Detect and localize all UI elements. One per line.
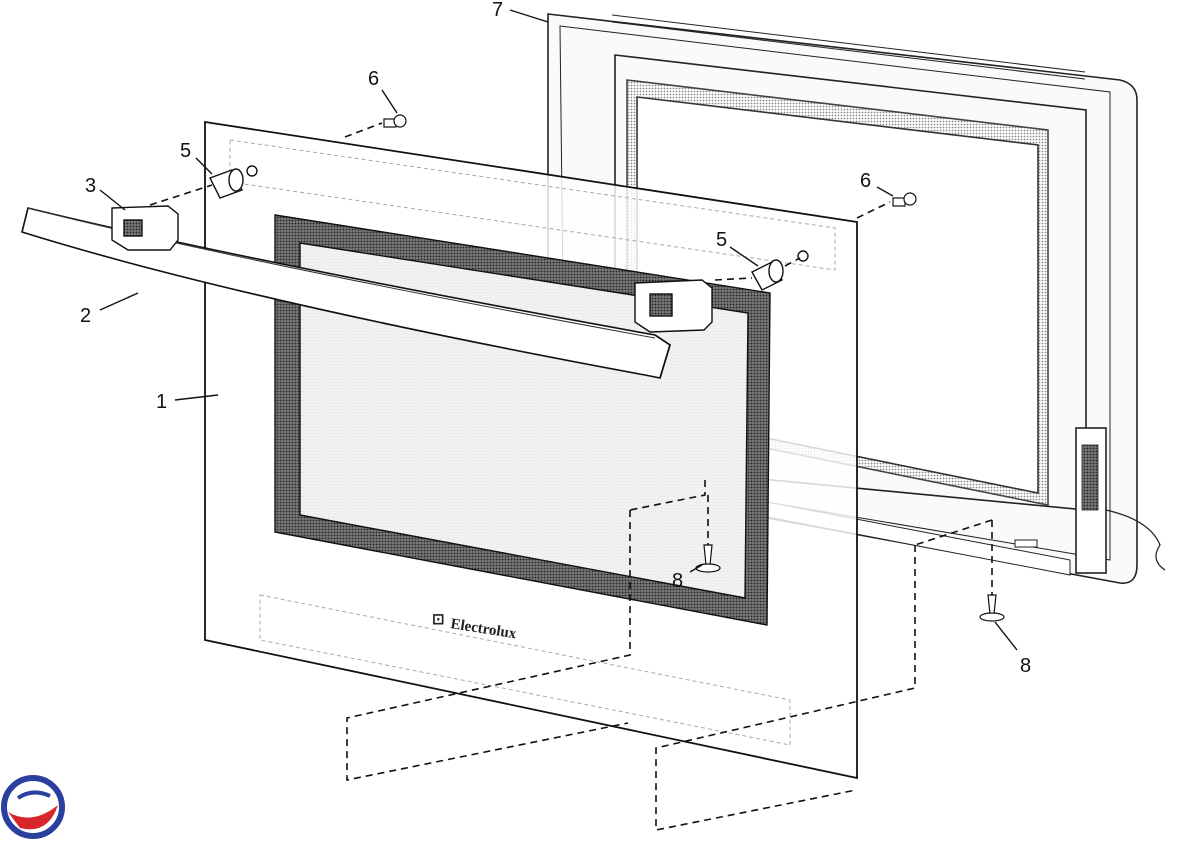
handle-bracket-right — [634, 279, 713, 333]
callout-7: 7 — [492, 0, 503, 21]
callout-3: 3 — [85, 175, 96, 197]
callout-8-right: 8 — [1020, 655, 1031, 677]
callout-8-center: 8 — [672, 570, 683, 592]
corner-logo — [1, 775, 65, 839]
brand-glyph: ⊡ — [432, 612, 445, 628]
screw-6-top — [383, 114, 407, 128]
callout-5-right: 5 — [716, 229, 727, 251]
callout-numbers: 1 2 3 5 5 6 6 7 8 8 — [80, 0, 1031, 677]
screw-8-right — [979, 594, 1005, 622]
handle-bracket-left — [111, 205, 179, 251]
outer-glass-panel: ⊡ Electrolux — [204, 120, 858, 780]
callout-6-right: 6 — [860, 170, 871, 192]
door-handle — [21, 207, 671, 379]
screw-6-right — [892, 192, 917, 207]
callout-leaders — [99, 9, 1018, 651]
callout-2: 2 — [80, 305, 91, 327]
callout-1: 1 — [156, 391, 167, 413]
assembly-guide-lines — [149, 122, 993, 831]
callout-5-left: 5 — [180, 140, 191, 162]
callout-6-top: 6 — [368, 68, 379, 90]
spacer-left — [209, 165, 258, 199]
spacer-right — [751, 250, 809, 291]
